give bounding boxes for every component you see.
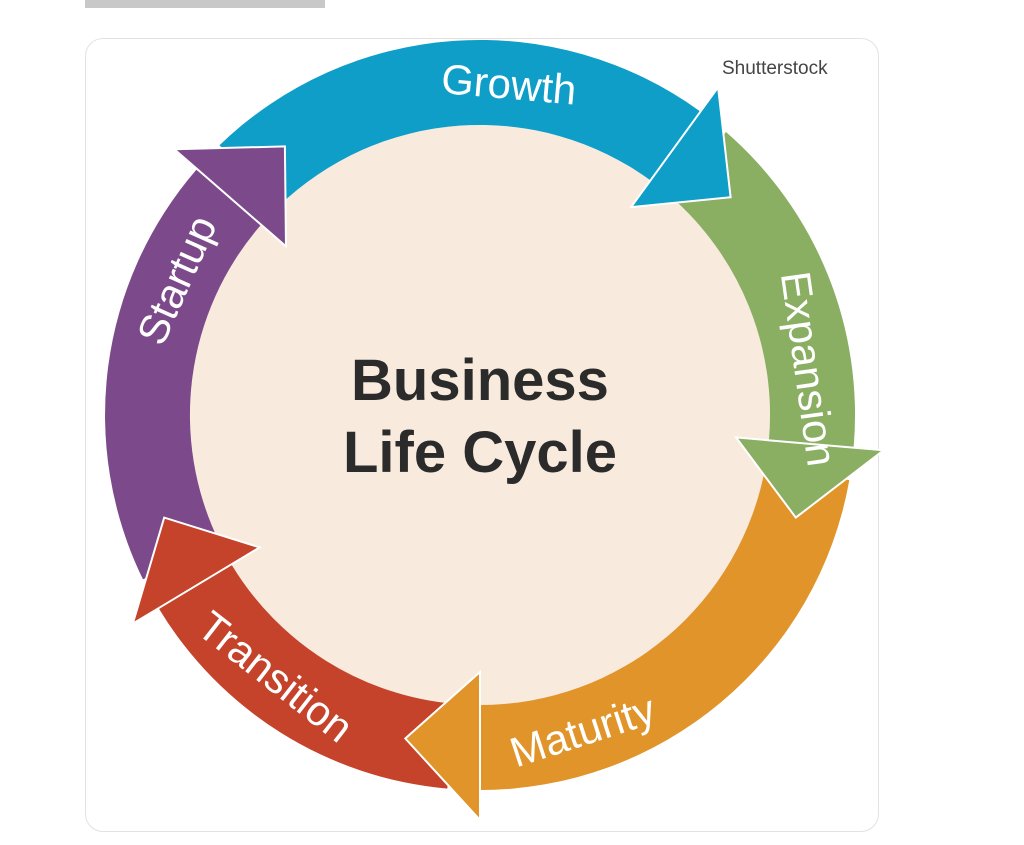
maturity-arrow-body bbox=[480, 465, 850, 790]
title-line-1: Business bbox=[351, 348, 609, 413]
transition-arrow-body bbox=[158, 564, 455, 789]
expansion-arrow-body bbox=[670, 132, 856, 448]
title-line-2: Life Cycle bbox=[343, 420, 617, 485]
growth-label: Growth bbox=[439, 55, 578, 114]
growth-arrow-head bbox=[628, 84, 732, 209]
top-gray-bar bbox=[85, 0, 325, 8]
transition-arrow-head bbox=[131, 516, 263, 626]
shutterstock-credit: Shutterstock bbox=[722, 58, 828, 79]
startup-arrow-body bbox=[105, 169, 262, 580]
startup-arrow-head bbox=[171, 145, 288, 249]
expansion-arrow-head bbox=[733, 436, 887, 520]
center-circle bbox=[190, 125, 770, 705]
maturity-arrow-head bbox=[403, 669, 481, 823]
growth-arrow-body bbox=[219, 39, 701, 207]
